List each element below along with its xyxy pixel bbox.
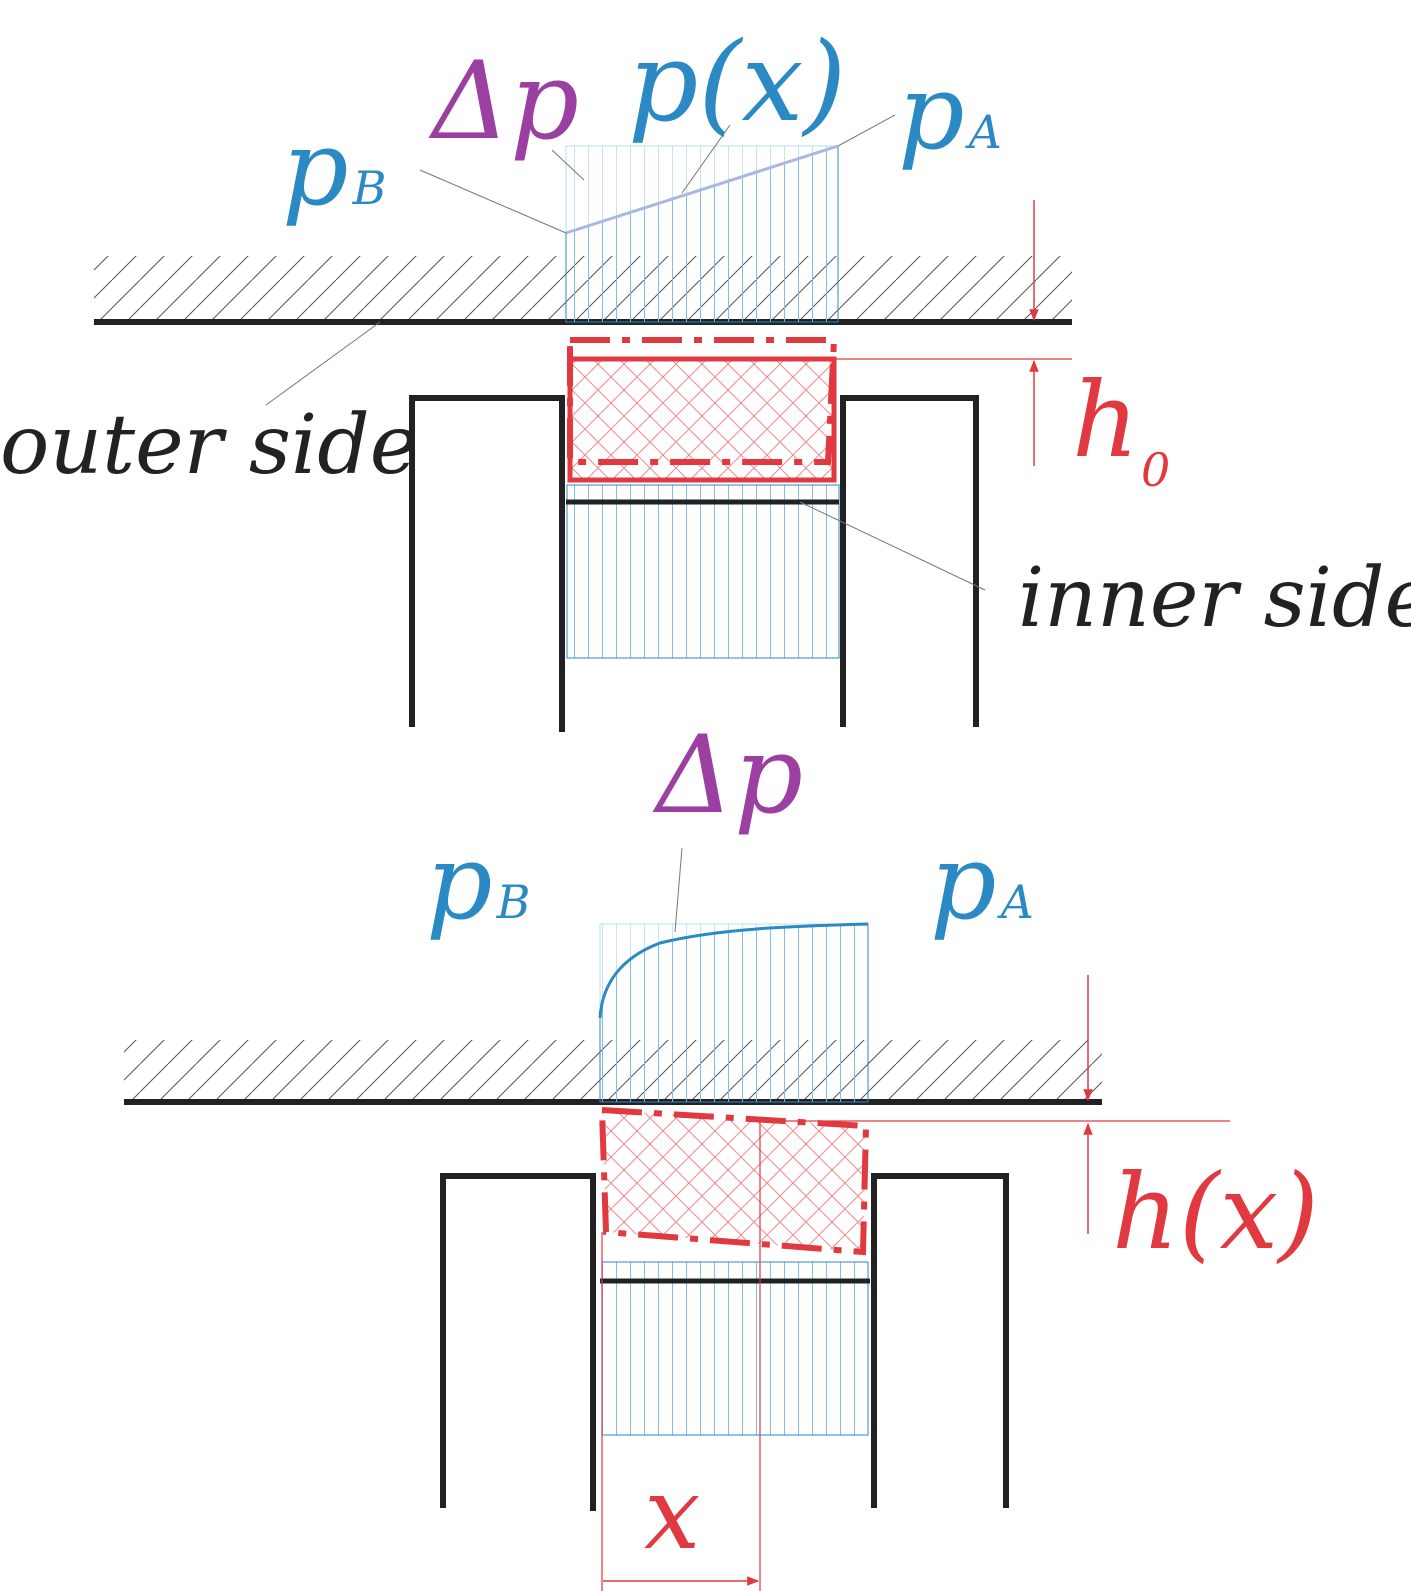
bottom-groove-right-wall xyxy=(871,1173,1009,1508)
top-pA-leader xyxy=(837,114,896,147)
top-h0-main: h xyxy=(1072,359,1139,481)
inner-side-label: inner side xyxy=(1018,551,1411,646)
top-h0-label: h0 xyxy=(1072,359,1170,497)
bottom-p-A-main: p xyxy=(930,821,997,943)
top-inner-pressure xyxy=(566,484,840,659)
top-p-A-label: pA xyxy=(898,51,1002,173)
top-pB-leader xyxy=(419,169,567,234)
top-p-A-sub: A xyxy=(965,105,1002,159)
bottom-h-x-label: h(x) xyxy=(1112,1151,1319,1273)
top-delta-leader xyxy=(551,149,585,181)
bottom-p-A-label: pA xyxy=(930,821,1034,943)
bottom-seal-element xyxy=(602,1110,866,1252)
bottom-x-label: x xyxy=(644,1455,700,1572)
bottom-delta-leader xyxy=(674,847,683,933)
top-p-A-main: p xyxy=(898,51,965,173)
top-h0-sub: 0 xyxy=(1141,443,1170,497)
top-groove-left-wall xyxy=(409,395,565,732)
top-outer-leader xyxy=(265,321,381,406)
top-p-x-curve xyxy=(565,144,839,235)
top-p-x-label: p(x) xyxy=(628,18,846,146)
bottom-p-B-sub: B xyxy=(496,875,531,929)
top-groove-right-wall xyxy=(840,395,979,727)
bottom-p-B-label: pB xyxy=(426,821,530,943)
top-p-B-label: pB xyxy=(282,107,386,229)
bottom-p-B-main: p xyxy=(426,821,493,943)
top-inner-leader xyxy=(799,501,986,591)
top-delta-p-label: Δp xyxy=(428,39,579,164)
top-px-leader xyxy=(681,124,731,194)
outer-side-label: outer side xyxy=(0,398,418,493)
bottom-inner-pressure xyxy=(601,1261,869,1436)
top-diagram: Δp p(x) pA pB h0 outer side inner side xyxy=(0,18,1411,732)
top-p-B-sub: B xyxy=(352,161,387,215)
bottom-groove-left-wall xyxy=(440,1173,596,1511)
bottom-diagram: Δp pA pB h(x) x xyxy=(124,713,1319,1591)
bottom-p-x-curve xyxy=(598,922,869,1019)
bottom-p-A-sub: A xyxy=(997,875,1034,929)
top-p-B-main: p xyxy=(282,107,349,229)
bottom-delta-p-label: Δp xyxy=(652,713,803,838)
top-seal-deformed-outline xyxy=(567,337,838,465)
